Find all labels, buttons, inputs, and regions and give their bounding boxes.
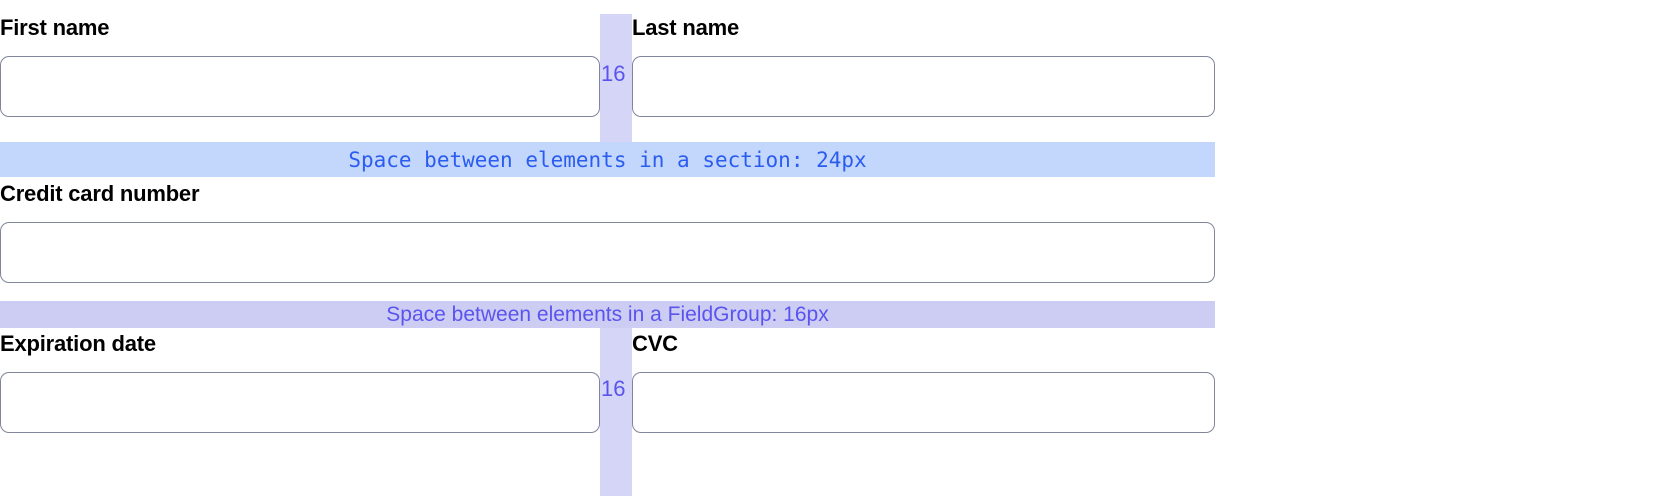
section-spacing-band: Space between elements in a section: 24p…	[0, 142, 1215, 177]
field-last-name: Last name	[632, 14, 1215, 117]
first-name-label: First name	[0, 15, 110, 40]
gap-annotation-label-name-row: 16	[601, 61, 626, 86]
field-credit-card-number: Credit card number	[0, 180, 1215, 283]
field-expiration-date: Expiration date	[0, 330, 600, 433]
fieldgroup-spacing-label: Space between elements in a FieldGroup: …	[386, 302, 829, 326]
field-first-name: First name	[0, 14, 600, 117]
gap-annotation-label-expiry-row: 16	[601, 376, 626, 401]
cvc-label: CVC	[632, 331, 678, 356]
cvc-input[interactable]	[632, 372, 1215, 433]
credit-card-number-label: Credit card number	[0, 181, 200, 206]
gap-annotation-band-expiry-row	[600, 328, 632, 496]
field-cvc: CVC	[632, 330, 1215, 433]
field-group-name-row: First name Last name	[0, 14, 1215, 142]
credit-card-number-input[interactable]	[0, 222, 1215, 283]
last-name-label: Last name	[632, 15, 740, 40]
field-group-expiry-row: Expiration date CVC	[0, 330, 1215, 496]
expiration-date-label: Expiration date	[0, 331, 156, 356]
expiration-date-input[interactable]	[0, 372, 600, 433]
first-name-input[interactable]	[0, 56, 600, 117]
field-group-credit-card-row: Credit card number	[0, 180, 1215, 300]
fieldgroup-spacing-band: Space between elements in a FieldGroup: …	[0, 301, 1215, 328]
gap-annotation-band-name-row	[600, 14, 632, 142]
section-spacing-label: Space between elements in a section: 24p…	[348, 147, 867, 172]
last-name-input[interactable]	[632, 56, 1215, 117]
form-area: First name Last name 16 Space between el…	[0, 14, 1215, 496]
